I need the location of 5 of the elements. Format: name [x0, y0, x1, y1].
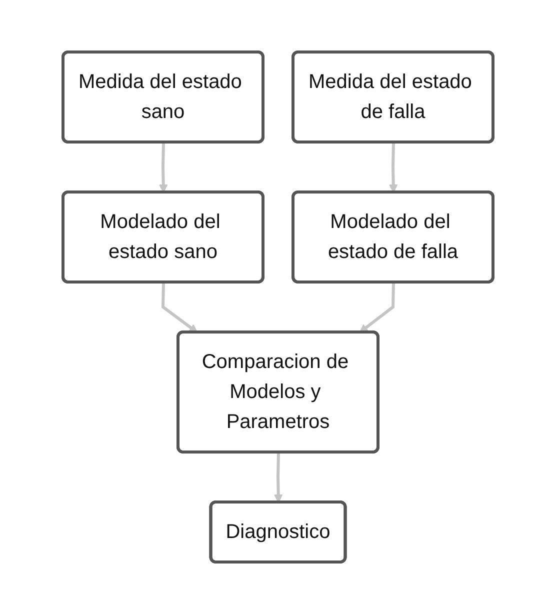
- arrow: [161, 282, 198, 333]
- arrow: [388, 142, 398, 193]
- arrow: [158, 142, 168, 193]
- arrow: [274, 452, 283, 503]
- arrow: [359, 282, 395, 333]
